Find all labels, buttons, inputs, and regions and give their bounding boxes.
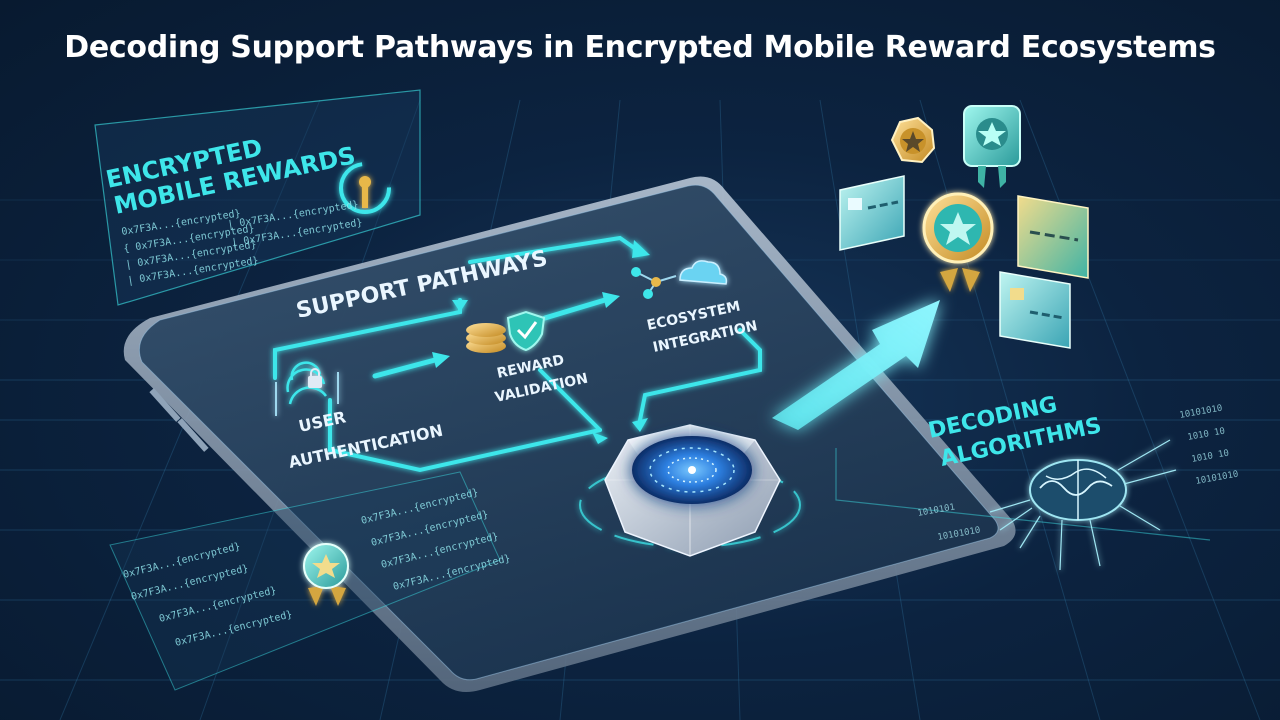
pathway-short-arrows — [372, 297, 608, 379]
medal-icon — [303, 543, 349, 606]
growth-arrow — [772, 300, 940, 430]
gift-card-icon — [999, 271, 1071, 349]
coin-shield-icon — [466, 310, 546, 353]
medal-icon — [922, 192, 994, 292]
binary-line: 10101010 — [1179, 404, 1223, 421]
cloud-network-icon — [631, 260, 728, 299]
binary-line: 1010 10 — [1187, 427, 1226, 443]
crystal-core-icon — [579, 424, 801, 557]
pathway-short-arrowheads — [432, 292, 620, 368]
page-title: Decoding Support Pathways in Encrypted M… — [64, 30, 1216, 65]
medal-icon — [963, 105, 1021, 188]
pathway-arrowheads — [452, 240, 650, 444]
brain-circuit-icon — [989, 439, 1177, 571]
binary-line: 10101010 — [1195, 470, 1239, 487]
bottom-code-panel: 0x7F3A...{encrypted} 0x7F3A...{encrypted… — [109, 471, 512, 691]
gift-card-icon — [1017, 195, 1089, 279]
medal-icon — [890, 116, 936, 164]
fingerprint-lock-icon — [275, 361, 339, 416]
gift-card-icon — [839, 175, 905, 251]
key-lock-icon — [339, 162, 391, 214]
binary-line: 1010 10 — [1191, 449, 1230, 465]
rewards-cluster — [839, 105, 1089, 349]
encrypted-rewards-panel: ENCRYPTED MOBILE REWARDS 0x7F3A...{encry… — [94, 89, 421, 306]
